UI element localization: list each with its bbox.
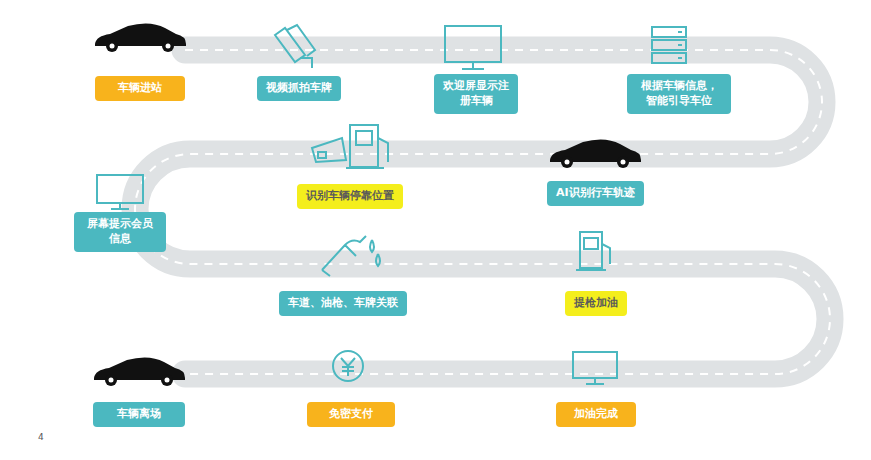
step-label: 屏幕提示会员信息: [83, 217, 157, 247]
step-box: 屏幕提示会员信息: [74, 212, 166, 252]
road-centerline: [135, 50, 830, 374]
step-box: 免密支付: [307, 402, 395, 427]
step-box: 车道、油枪、车牌关联: [279, 291, 407, 316]
step-label: 欢迎屏显示注册车辆: [443, 79, 509, 109]
step-box: 视频抓拍车牌: [257, 76, 341, 101]
step-label: 根据车辆信息，智能引导车位: [636, 79, 722, 109]
step-label: 识别车辆停靠位置: [306, 189, 394, 204]
step-label: 车道、油枪、车牌关联: [288, 296, 398, 311]
icon: [97, 25, 686, 384]
step-label: 加油完成: [565, 407, 627, 422]
car-icon: [550, 139, 641, 168]
step-box: 车辆离场: [93, 402, 185, 427]
step-box: 车辆进站: [95, 76, 185, 101]
step-box: 识别车辆停靠位置: [297, 184, 403, 209]
step-label: AI识别行车轨迹: [556, 186, 635, 201]
step-box: 欢迎屏显示注册车辆: [434, 74, 518, 114]
step-box: 根据车辆信息，智能引导车位: [627, 74, 731, 114]
car-icon: [94, 357, 185, 386]
step-label: 车辆进站: [104, 81, 176, 96]
page-number: 4: [38, 432, 44, 442]
car-icon: [95, 23, 186, 52]
step-box: AI识别行车轨迹: [547, 181, 644, 206]
yuan-symbol: [341, 358, 355, 376]
road-band: [135, 50, 830, 374]
step-box: 加油完成: [556, 402, 636, 427]
step-label: 提枪加油: [574, 296, 618, 311]
step-label: 免密支付: [316, 407, 386, 422]
step-label: 车辆离场: [102, 407, 176, 422]
step-box: 提枪加油: [565, 291, 627, 316]
step-label: 视频抓拍车牌: [266, 81, 332, 96]
